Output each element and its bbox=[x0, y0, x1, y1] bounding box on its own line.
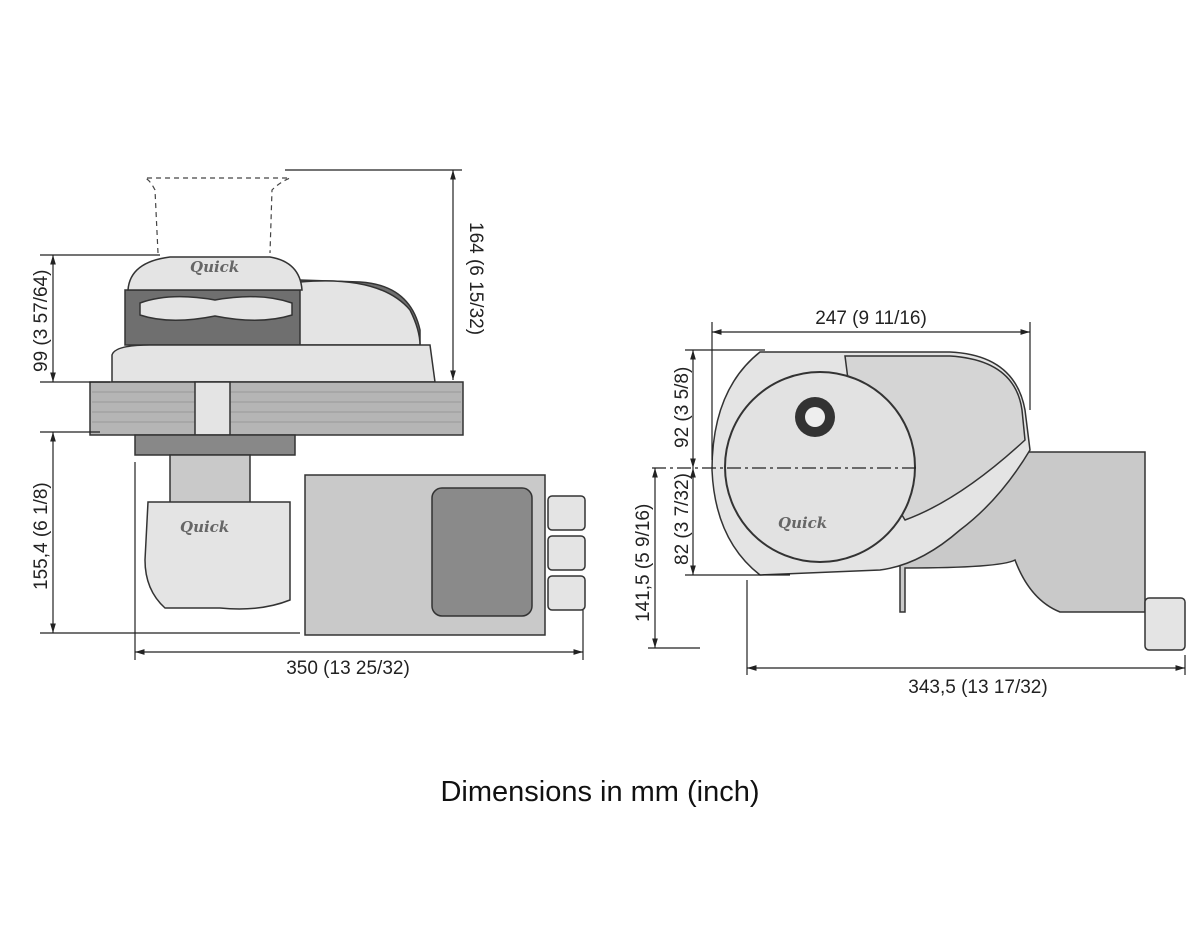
dim-height-below-deck: 155,4 (6 1/8) bbox=[31, 482, 52, 590]
dim-width-top: 247 (9 11/16) bbox=[815, 308, 927, 329]
dim-height-total: 164 (6 15/32) bbox=[465, 222, 486, 335]
brand-logo-gearbox: Quick bbox=[180, 518, 229, 536]
top-cover bbox=[127, 256, 303, 291]
brand-logo-front: Quick bbox=[778, 514, 827, 532]
dim-axis-to-lower: 82 (3 7/32) bbox=[672, 473, 693, 565]
dim-length-side: 350 (13 25/32) bbox=[286, 658, 410, 679]
gypsy-drum-outline-dashed bbox=[144, 177, 291, 254]
dim-length-front: 343,5 (13 17/32) bbox=[908, 677, 1047, 698]
deck-plate bbox=[89, 381, 464, 436]
front-view-drawing: Quick bbox=[711, 351, 1186, 651]
base-cover bbox=[111, 344, 436, 383]
brand-logo-top: Quick bbox=[190, 258, 239, 276]
gypsy-drum bbox=[724, 371, 916, 563]
front-view-dimensions bbox=[648, 322, 1186, 675]
under-deck-flange bbox=[134, 434, 296, 456]
dim-axis-to-bottom: 141,5 (5 9/16) bbox=[633, 504, 654, 622]
side-view-drawing: Quick Quick bbox=[89, 177, 586, 636]
dim-upper-to-axis: 92 (3 5/8) bbox=[672, 367, 693, 448]
caption: Dimensions in mm (inch) bbox=[440, 776, 760, 808]
side-view-dimensions bbox=[40, 169, 584, 660]
cable-glands bbox=[547, 495, 586, 611]
gearbox bbox=[144, 501, 291, 610]
dim-height-above-deck: 99 (3 57/64) bbox=[31, 270, 52, 372]
terminal-cover bbox=[431, 487, 533, 617]
cable-gland-front bbox=[1144, 597, 1186, 651]
